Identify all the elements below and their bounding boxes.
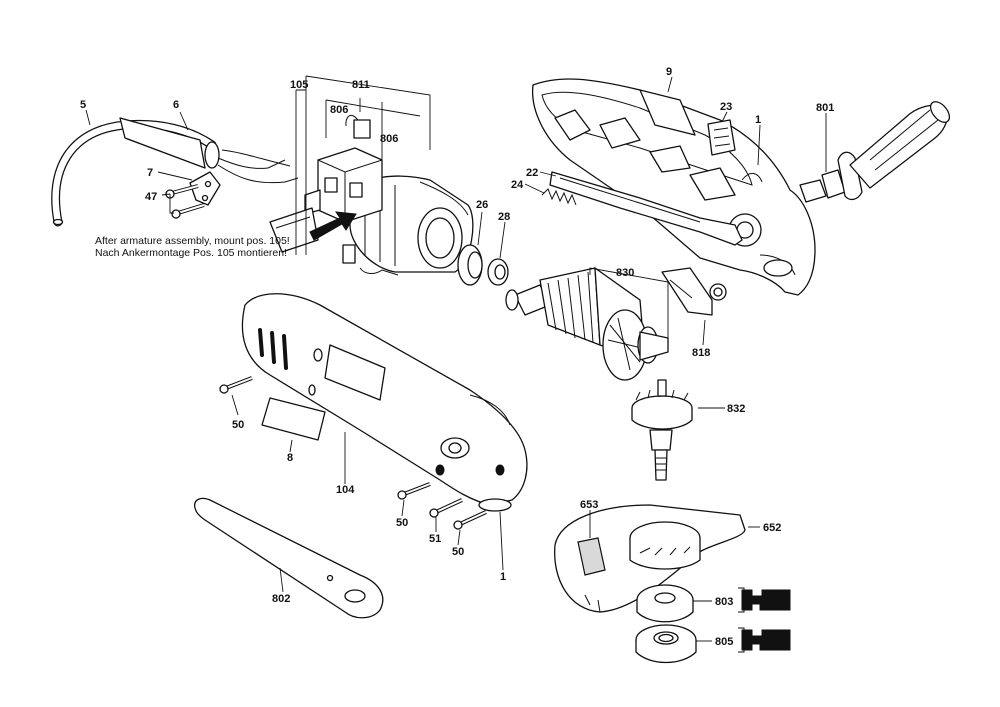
label-1b: 1 xyxy=(500,571,506,583)
label-803: 803 xyxy=(715,596,733,608)
label-653: 653 xyxy=(580,499,598,511)
armature-bracket xyxy=(589,267,669,340)
bearing-26 xyxy=(457,244,483,286)
tool-symbol-803 xyxy=(738,587,791,613)
label-105: 105 xyxy=(290,79,308,91)
label-802: 802 xyxy=(272,593,290,605)
guard-label-653 xyxy=(577,537,606,576)
carbon-brush-806a xyxy=(345,114,371,139)
label-806a: 806 xyxy=(330,104,348,116)
label-801: 801 xyxy=(816,102,834,114)
clamp-flange-803 xyxy=(636,584,694,623)
power-cable-5 xyxy=(51,119,217,227)
spanner-wrench-802 xyxy=(194,497,384,619)
label-1a: 1 xyxy=(755,114,761,126)
label-830: 830 xyxy=(616,267,634,279)
switch-knob-23 xyxy=(707,119,736,156)
lock-nut-805 xyxy=(635,624,697,664)
label-22: 22 xyxy=(526,167,538,179)
label-7: 7 xyxy=(147,167,153,179)
screw-50a xyxy=(219,376,253,394)
spindle-lock-818 xyxy=(661,267,727,316)
cable-clamp-7 xyxy=(189,171,221,206)
gear-832 xyxy=(631,379,693,481)
tool-symbol-805 xyxy=(738,627,791,653)
cable-sleeve-6 xyxy=(119,117,299,184)
label-51: 51 xyxy=(429,533,441,545)
label-104: 104 xyxy=(336,484,355,496)
spring-24 xyxy=(541,188,577,206)
motor-housing-1 xyxy=(531,78,816,296)
label-28: 28 xyxy=(498,211,510,223)
rating-label-9 xyxy=(639,89,696,136)
switch-rod-22 xyxy=(549,171,743,246)
leader-lines xyxy=(85,76,827,642)
label-811: 811 xyxy=(352,79,370,91)
group-bracket xyxy=(295,75,431,255)
field-leads xyxy=(359,267,399,276)
wheel-guard-652 xyxy=(554,504,746,613)
carbon-brush-806b xyxy=(342,244,356,264)
part-labels: 5 6 7 47 105 811 806 806 9 23 1 801 22 2… xyxy=(80,66,834,648)
label-24: 24 xyxy=(511,179,524,191)
auxiliary-handle-801 xyxy=(799,101,951,203)
assembly-note: After armature assembly, mount pos. 105!… xyxy=(95,235,290,259)
label-832: 832 xyxy=(727,403,745,415)
field-coil-811 xyxy=(349,175,474,273)
brush-holder-block xyxy=(304,147,383,223)
label-8: 8 xyxy=(287,452,293,464)
label-818: 818 xyxy=(692,347,710,359)
bearing-28 xyxy=(487,258,509,286)
armature-830 xyxy=(505,267,669,381)
label-9: 9 xyxy=(666,66,672,78)
label-47: 47 xyxy=(145,191,157,203)
label-50c: 50 xyxy=(452,546,464,558)
label-805: 805 xyxy=(715,636,733,648)
label-50b: 50 xyxy=(396,517,408,529)
assembly-arrow xyxy=(309,211,357,241)
note-line-de: Nach Ankermontage Pos. 105 montieren! xyxy=(95,247,287,259)
screw-51 xyxy=(429,498,463,518)
nameplate-8 xyxy=(261,397,326,441)
label-806b: 806 xyxy=(380,133,398,145)
label-5: 5 xyxy=(80,99,86,111)
gear-housing-body xyxy=(241,293,528,512)
label-23: 23 xyxy=(720,101,732,113)
note-line-en: After armature assembly, mount pos. 105! xyxy=(95,235,290,247)
label-50a: 50 xyxy=(232,419,244,431)
label-6: 6 xyxy=(173,99,179,111)
label-26: 26 xyxy=(476,199,488,211)
label-652: 652 xyxy=(763,522,781,534)
screw-50c xyxy=(453,510,487,530)
screw-50b xyxy=(397,482,431,500)
